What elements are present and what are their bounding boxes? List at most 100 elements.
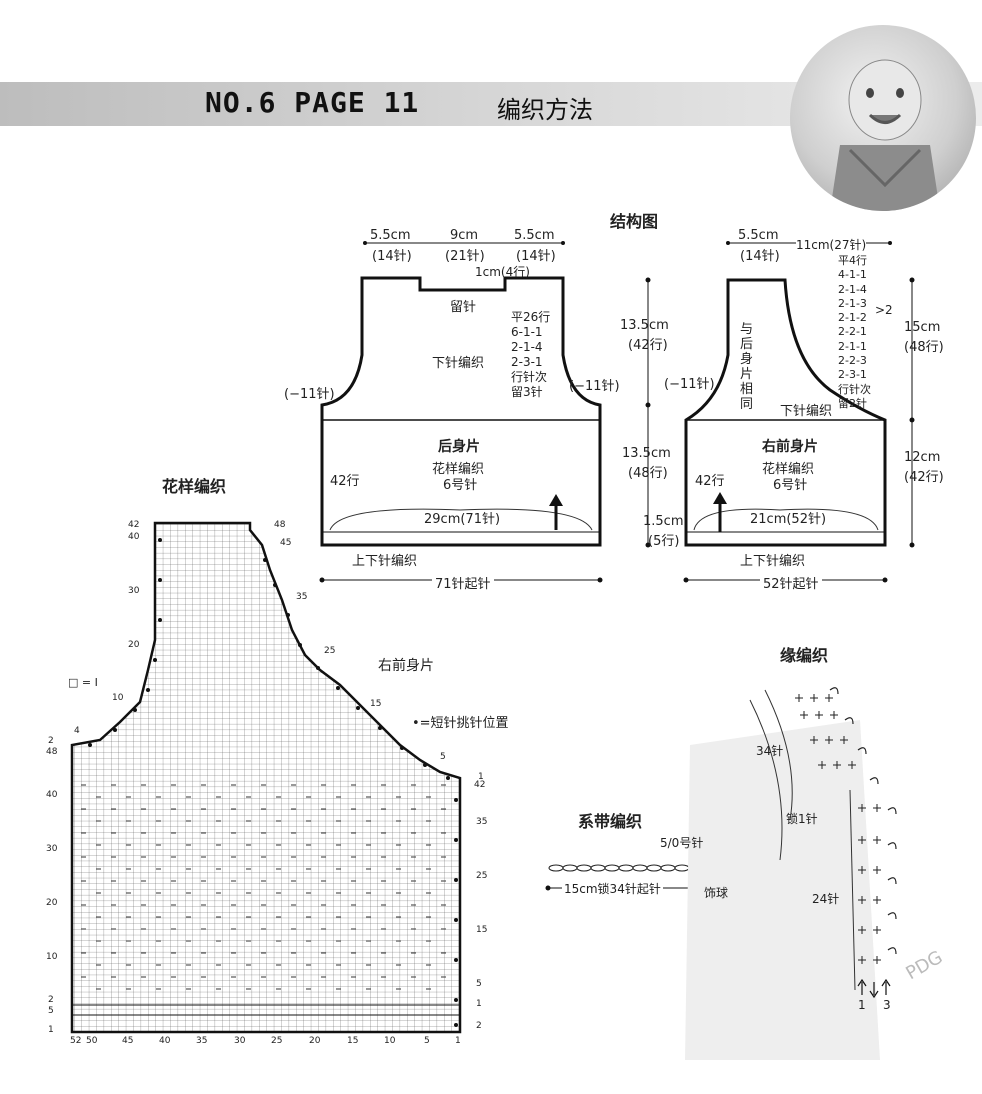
page-label: NO.6 PAGE 11 bbox=[205, 86, 420, 119]
edging-count-top: 34针 bbox=[756, 744, 784, 758]
front-right-rows-lower: (42行) bbox=[904, 470, 944, 485]
back-top-left-stitches: (14针) bbox=[372, 249, 412, 264]
row-label: 15 bbox=[370, 699, 382, 709]
row-label: 2 bbox=[48, 736, 54, 746]
back-upper-rows: (42行) bbox=[628, 338, 668, 353]
row-label: 15 bbox=[476, 925, 488, 935]
hem-height: 1.5cm bbox=[643, 514, 684, 529]
row-label: 42 bbox=[474, 780, 486, 790]
row-label: 30 bbox=[128, 586, 140, 596]
back-right-decrease: (−11针) bbox=[569, 379, 620, 394]
chart-pattern-fill bbox=[76, 780, 455, 1000]
front-same-as-back: 与后身片相同 bbox=[740, 322, 754, 412]
baby-photo bbox=[790, 25, 976, 211]
back-width-arc bbox=[329, 508, 593, 531]
front-top-left-stitches: (14针) bbox=[740, 249, 780, 264]
front-hem: 上下针编织 bbox=[740, 554, 806, 569]
edging-watermark-shape bbox=[685, 720, 880, 1060]
col-label: 30 bbox=[234, 1036, 246, 1046]
col-label: 52 bbox=[70, 1036, 82, 1046]
chart-title: 花样编织 bbox=[162, 477, 227, 496]
front-cast-on: 52针起针 bbox=[760, 573, 822, 592]
front-width: 21cm(52针) bbox=[750, 512, 827, 527]
row-label: 2 bbox=[476, 1021, 482, 1031]
back-top-mid-stitches: (21针) bbox=[445, 249, 485, 264]
row-label: 35 bbox=[476, 817, 488, 827]
tie-hook: 5/0号针 bbox=[660, 836, 704, 850]
back-top-mid-width: 9cm bbox=[450, 228, 479, 243]
back-top-right-width: 5.5cm bbox=[514, 228, 555, 243]
back-pattern: 花样编织 bbox=[432, 462, 485, 477]
row-label: 1 bbox=[476, 999, 482, 1009]
back-piece-name: 后身片 bbox=[438, 439, 480, 455]
back-left-decrease: (−11针) bbox=[284, 387, 335, 402]
tie-chain: 15cm锁34针起针 bbox=[562, 880, 663, 897]
structure-title: 结构图 bbox=[610, 212, 659, 231]
back-width: 29cm(71针) bbox=[424, 512, 501, 527]
front-piece-outline bbox=[684, 278, 887, 547]
page-heading: 编织方法 bbox=[497, 96, 593, 124]
back-armhole-rows: 平26行 6-1-1 2-1-4 2-3-1 行针次 留3针 bbox=[511, 310, 551, 399]
tie-title: 系带编织 bbox=[578, 812, 643, 831]
front-left-decrease: (−11针) bbox=[664, 377, 715, 392]
baby-illustration bbox=[830, 59, 940, 211]
back-top-left-width: 5.5cm bbox=[370, 228, 411, 243]
row-label: 25 bbox=[324, 646, 336, 656]
tie-pompom: 饰球 bbox=[704, 886, 729, 900]
edging-chain: 锁1针 bbox=[786, 812, 818, 826]
row-label: 25 bbox=[476, 871, 488, 881]
row-label: 45 bbox=[280, 538, 292, 548]
front-neck-rows: 平4行 4-1-1 2-1-4 2-1-3 2-1-2 2-2-1 2-1-1 … bbox=[838, 254, 871, 410]
edging-picots bbox=[829, 687, 897, 955]
front-neck-mark: >2 bbox=[875, 303, 893, 317]
back-piece-outline bbox=[320, 276, 602, 547]
back-hem: 上下针编织 bbox=[352, 554, 418, 569]
front-right-height-upper: 15cm bbox=[904, 320, 941, 335]
col-label: 40 bbox=[159, 1036, 171, 1046]
front-side-rows: 42行 bbox=[695, 474, 725, 489]
chart-legend-symbol: □ = I bbox=[68, 676, 98, 689]
row-label: 20 bbox=[46, 898, 58, 908]
col-label: 35 bbox=[196, 1036, 208, 1046]
back-neck-drop: 1cm(4行) bbox=[475, 265, 530, 279]
edging-count-bottom: 24针 bbox=[812, 892, 840, 906]
edging-title: 缘编织 bbox=[780, 646, 829, 665]
front-right-height-lower: 12cm bbox=[904, 450, 941, 465]
chart-piece-name: 右前身片 bbox=[378, 658, 434, 674]
mid-height: 13.5cm bbox=[622, 446, 671, 461]
row-label: 5 bbox=[48, 1006, 54, 1016]
back-needle: 6号针 bbox=[443, 478, 478, 493]
mid-rows: (48行) bbox=[628, 466, 668, 481]
front-right-rows-upper: (48行) bbox=[904, 340, 944, 355]
col-label: 25 bbox=[271, 1036, 283, 1046]
pickup-dots bbox=[88, 538, 458, 1027]
front-top-right: 11cm(27针) bbox=[796, 236, 867, 253]
edging-arrow-right-label: 3 bbox=[883, 998, 891, 1012]
row-label: 35 bbox=[296, 592, 308, 602]
col-label: 15 bbox=[347, 1036, 359, 1046]
col-label: 10 bbox=[384, 1036, 396, 1046]
row-label: 10 bbox=[46, 952, 58, 962]
row-label: 20 bbox=[128, 640, 140, 650]
row-label: 5 bbox=[476, 979, 482, 989]
row-label: 42 bbox=[128, 520, 140, 530]
back-cast-on: 71针起针 bbox=[432, 573, 494, 592]
edging-crosses bbox=[795, 694, 881, 964]
col-label: 50 bbox=[86, 1036, 98, 1046]
row-label: 48 bbox=[46, 747, 58, 757]
front-width-arc bbox=[693, 508, 879, 531]
row-label: 40 bbox=[128, 532, 140, 542]
col-label: 45 bbox=[122, 1036, 134, 1046]
row-label: 1 bbox=[478, 772, 484, 782]
edging-arrow-left-label: 1 bbox=[858, 998, 866, 1012]
front-pattern: 花样编织 bbox=[762, 462, 815, 477]
row-label: 4 bbox=[74, 726, 80, 736]
back-upper-height: 13.5cm bbox=[620, 318, 669, 333]
front-top-left-width: 5.5cm bbox=[738, 228, 779, 243]
hem-rows: (5行) bbox=[648, 534, 680, 549]
row-label: 2 bbox=[48, 995, 54, 1005]
back-arrow-head bbox=[549, 494, 563, 506]
back-upper-pattern: 下针编织 bbox=[432, 356, 485, 371]
front-piece-name: 右前身片 bbox=[762, 439, 818, 455]
